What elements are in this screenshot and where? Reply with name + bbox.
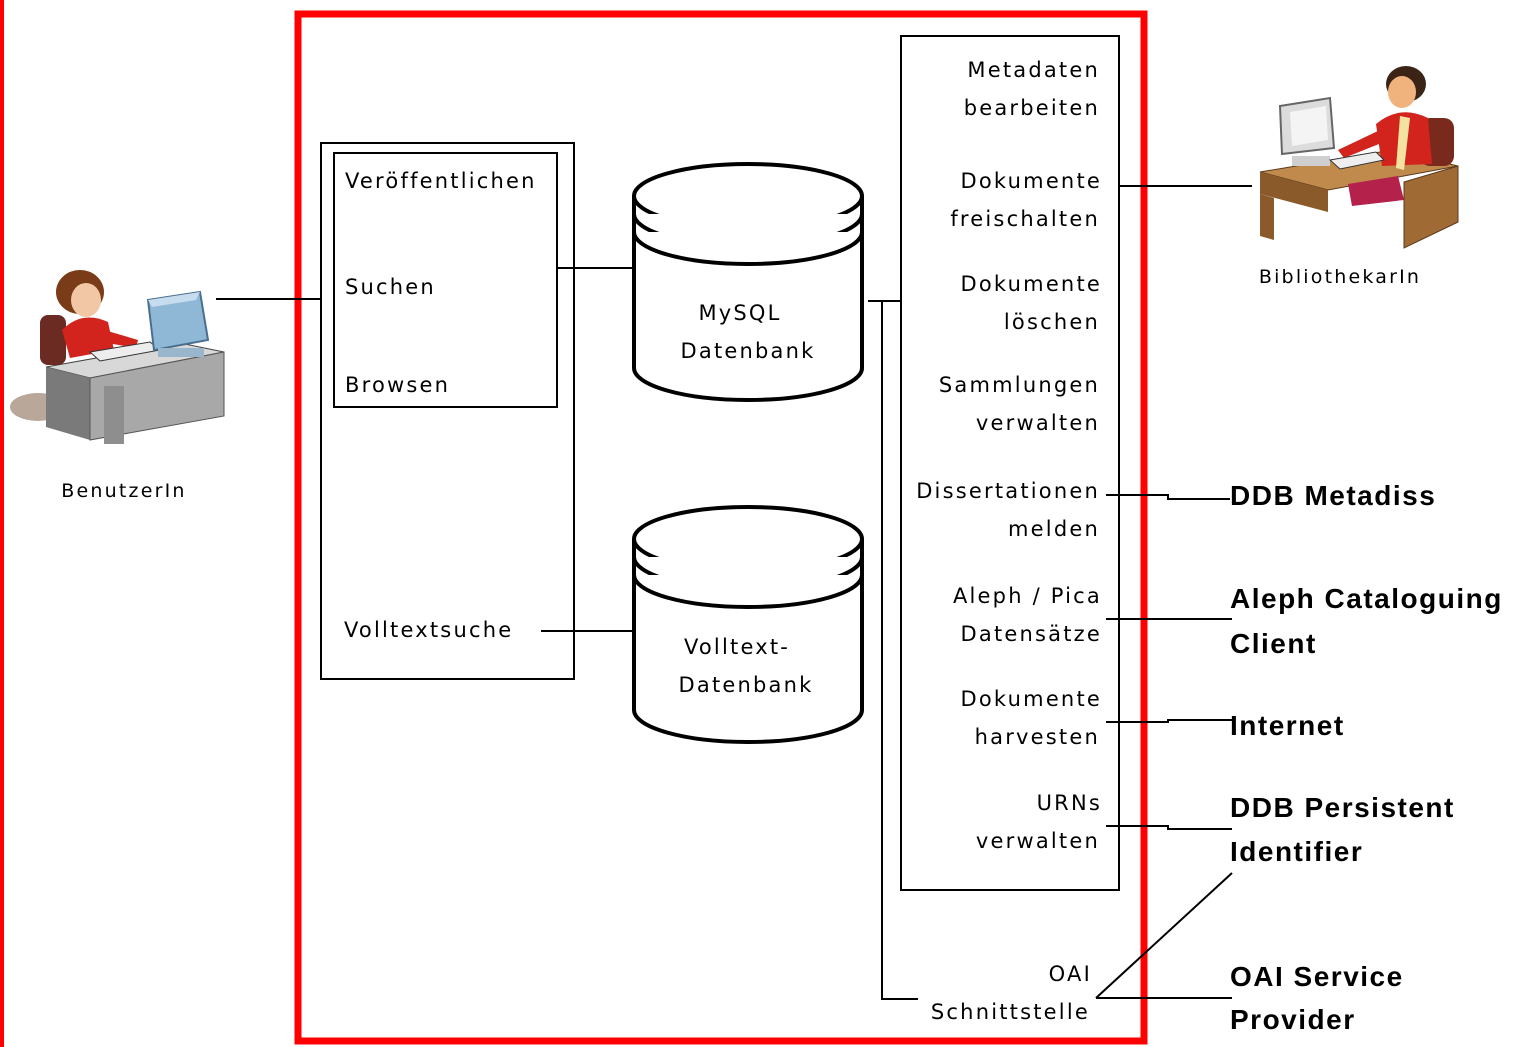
connector-internet [1106,719,1232,723]
function-aleph-1: Aleph / Pica [953,584,1102,608]
fulltext-database-label-2: Datenbank [679,673,814,697]
function-dissertationen-1: Dissertationen [916,479,1100,503]
function-urns-2: verwalten [976,829,1100,853]
oai-label-1: OAI [1049,962,1092,986]
connector-metadiss [1106,494,1230,500]
functions-box [900,35,1120,891]
menu-item-browsen: Browsen [345,373,450,397]
left-panel-box [320,142,575,680]
function-harvesten-2: harvesten [975,725,1100,749]
actor-user-label: BenutzerIn [61,480,186,502]
mysql-database-label-2: Datenbank [681,339,816,363]
function-loeschen-2: löschen [1004,310,1100,334]
left-panel-inner-box [333,152,558,408]
mysql-database-cylinder [632,162,864,402]
external-oai-provider-1: OAI Service [1230,961,1404,992]
user-at-computer-icon [10,270,225,444]
actor-librarian-label: BibliothekarIn [1259,266,1421,288]
mysql-database-label-1: MySQL [698,301,781,325]
system-frame [294,10,1148,1045]
menu-item-veroeffentlichen: Veröffentlichen [345,169,537,193]
function-freischalten-1: Dokumente [961,169,1102,193]
function-sammlungen-2: verwalten [976,411,1100,435]
librarian-at-computer-icon [1259,66,1459,249]
external-oai-provider-2: Provider [1230,1004,1356,1035]
function-dissertationen-2: melden [1008,517,1100,541]
function-harvesten-1: Dokumente [961,687,1102,711]
external-aleph-2: Client [1230,628,1317,659]
oai-label-2: Schnittstelle [931,1000,1090,1024]
menu-item-volltextsuche: Volltextsuche [344,618,513,642]
fulltext-database-cylinder [632,505,864,744]
external-persistent-1: DDB Persistent [1230,792,1455,823]
function-metadaten-1: Metadaten [967,58,1100,82]
function-urns-1: URNs [1037,791,1102,815]
external-metadiss: DDB Metadiss [1230,480,1436,511]
function-aleph-2: Datensätze [961,622,1103,646]
external-aleph-1: Aleph Cataloguing [1230,583,1503,614]
connector-oai-diagonal [1095,872,1233,999]
connector-persistent [1106,825,1232,830]
connector-mysql-to-oai [881,301,918,1000]
function-sammlungen-1: Sammlungen [939,373,1100,397]
function-freischalten-2: freischalten [950,207,1100,231]
external-internet: Internet [1230,710,1345,741]
function-metadaten-2: bearbeiten [964,96,1100,120]
fulltext-database-label-1: Volltext- [684,635,790,659]
external-persistent-2: Identifier [1230,836,1363,867]
menu-item-suchen: Suchen [345,275,436,299]
function-loeschen-1: Dokumente [961,272,1102,296]
